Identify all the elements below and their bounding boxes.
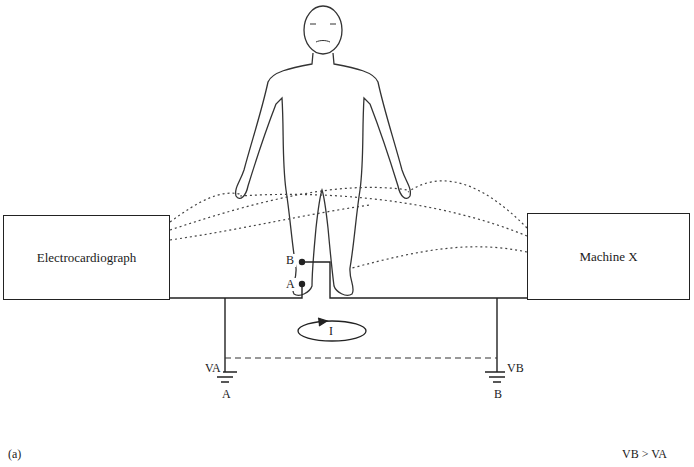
potential-label: VA [203, 362, 223, 375]
potential-line [225, 357, 497, 358]
device-name: Electrocardiograph [31, 246, 143, 270]
condition-label: VB > VA [620, 448, 669, 461]
device-box: Machine X [527, 213, 690, 300]
current-label: I [327, 325, 335, 338]
human-figure [236, 6, 411, 295]
potential-label: VB [505, 362, 526, 375]
current-loop-arrow [298, 318, 366, 341]
lead-wires [170, 181, 527, 268]
circuit-wires [170, 260, 527, 383]
point-label: A [284, 278, 297, 291]
ground-label: A [220, 388, 233, 401]
point-label: B [284, 254, 296, 267]
figure-label: (a) [6, 448, 23, 461]
ground-label: B [492, 388, 504, 401]
device-box: Electrocardiograph [3, 215, 170, 300]
device-name: Machine X [573, 245, 643, 269]
